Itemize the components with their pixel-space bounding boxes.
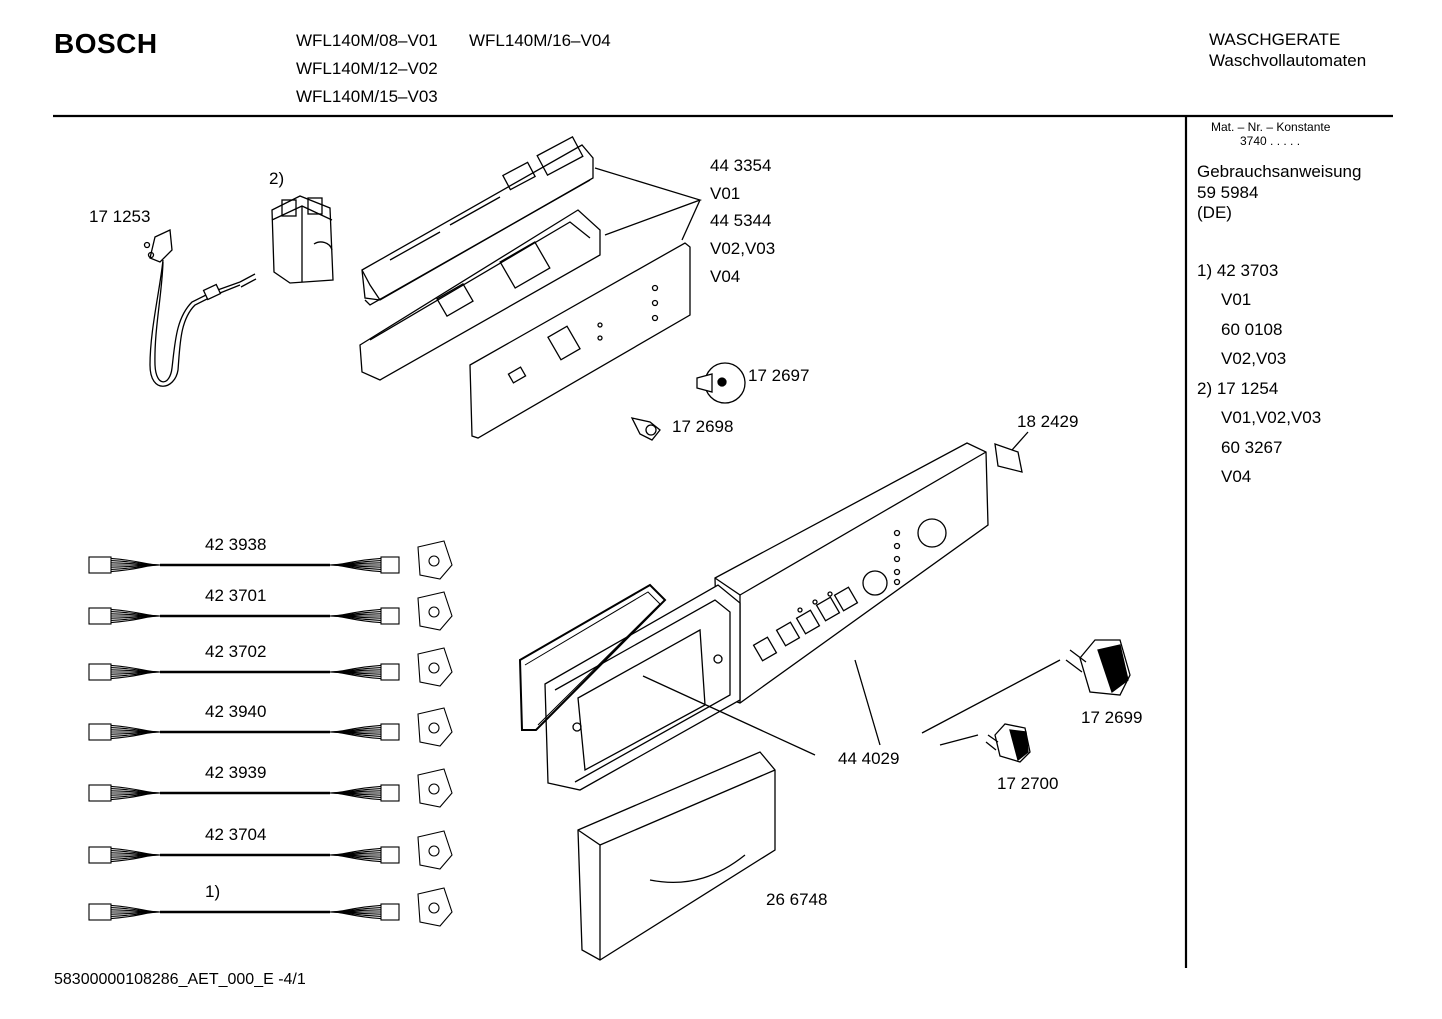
part-number-knob-medium: 17 2700 — [997, 774, 1059, 793]
wire-harness — [88, 768, 453, 808]
category-title: WASCHGERATE — [1209, 30, 1341, 49]
note-line: V04 — [1221, 467, 1252, 486]
document-id: 58300000108286_AET_000_E -4/1 — [54, 971, 306, 988]
wire-harness — [88, 540, 453, 580]
note-line: 1) 42 3703 — [1197, 261, 1279, 280]
harness-part-number: 42 3701 — [205, 586, 267, 605]
note-line: 60 3267 — [1221, 438, 1283, 457]
harness-component — [417, 830, 453, 870]
control-panel-part — [714, 442, 989, 704]
part-note-2: 2) — [269, 169, 285, 188]
category-subtitle: Waschvollautomaten — [1209, 51, 1367, 70]
harness-component — [417, 591, 453, 631]
part-number-clip: 18 2429 — [1017, 412, 1079, 431]
harness-part-number: 42 3704 — [205, 825, 267, 844]
power-cable-part — [143, 229, 257, 387]
manual-number: 59 5984 — [1197, 183, 1259, 202]
model-3: WFL140M/12–V02 — [296, 59, 438, 78]
part-number-module-b: 44 5344 — [710, 211, 772, 230]
drawer-frame-part — [518, 583, 741, 791]
note-line: V01 — [1221, 290, 1252, 309]
clip-part — [994, 431, 1029, 473]
wire-harness — [88, 707, 453, 747]
electronic-module-frame — [359, 209, 601, 381]
part-number-knob-large: 17 2699 — [1081, 708, 1143, 727]
part-variant: V04 — [710, 267, 741, 286]
part-number-knob-small-a: 17 2697 — [748, 366, 810, 385]
mat-label: Mat. – Nr. – Konstante — [1211, 120, 1331, 134]
wire-harness — [88, 647, 453, 687]
harness-part-number: 42 3940 — [205, 702, 267, 721]
part-variant: V01 — [710, 184, 741, 203]
model-4: WFL140M/15–V03 — [296, 87, 438, 106]
pcb-board-part — [469, 242, 691, 439]
note-line: V01,V02,V03 — [1221, 408, 1322, 427]
note-line: V02,V03 — [1221, 349, 1287, 368]
model-2: WFL140M/16–V04 — [469, 31, 611, 50]
harness-component — [417, 540, 453, 580]
manual-lang: (DE) — [1197, 203, 1232, 222]
wire-harness — [88, 591, 453, 631]
model-1: WFL140M/08–V01 — [296, 31, 438, 50]
part-number-module-a: 44 3354 — [710, 156, 772, 175]
drawer-handle-part — [577, 751, 776, 961]
large-knob-part — [921, 639, 1131, 734]
small-knob-b — [630, 417, 661, 441]
mat-value: 3740 . . . . . — [1240, 134, 1301, 148]
harness-component — [417, 707, 453, 747]
harness-component — [417, 647, 453, 687]
filter-part — [271, 195, 334, 284]
brand-logo: BOSCH — [54, 28, 158, 59]
wire-harness — [88, 887, 453, 927]
note-line: 2) 17 1254 — [1197, 379, 1279, 398]
part-number-cable: 17 1253 — [89, 207, 151, 226]
medium-knob-part — [939, 723, 1031, 763]
wire-harness — [88, 830, 453, 870]
harness-component — [417, 887, 453, 927]
part-variant: V02,V03 — [710, 239, 776, 258]
harness-part-number: 1) — [205, 882, 221, 901]
harness-part-number: 42 3938 — [205, 535, 267, 554]
part-number-drawer: 26 6748 — [766, 890, 828, 909]
part-number-panel: 44 4029 — [838, 749, 900, 768]
manual-title: Gebrauchsanweisung — [1197, 162, 1362, 181]
harness-part-number: 42 3702 — [205, 642, 267, 661]
harness-part-number: 42 3939 — [205, 763, 267, 782]
harness-component — [417, 768, 453, 808]
note-line: 60 0108 — [1221, 320, 1283, 339]
part-number-knob-small-b: 17 2698 — [672, 417, 734, 436]
small-knob-a — [696, 362, 746, 404]
electronic-module-upper — [361, 136, 594, 306]
